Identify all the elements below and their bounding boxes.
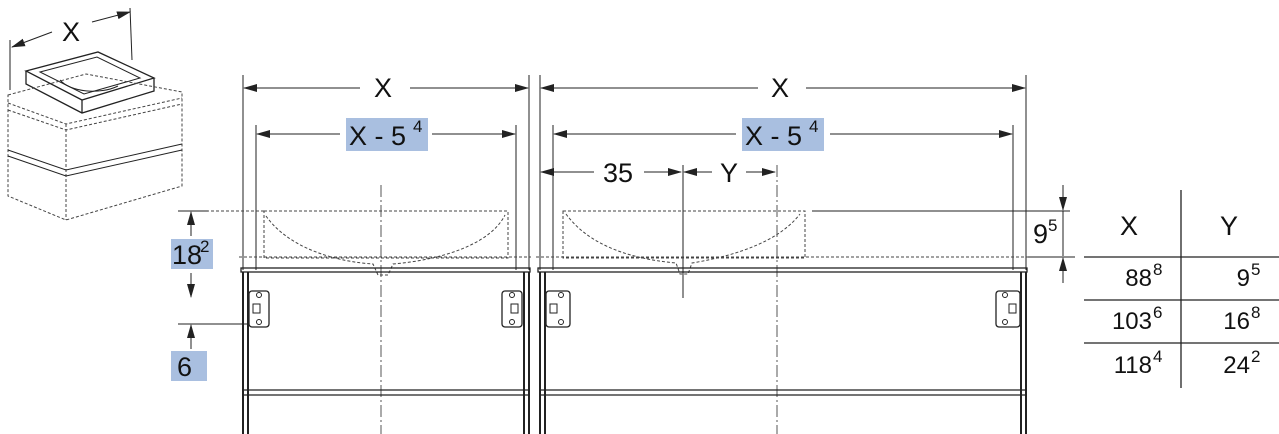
hinge-icon	[501, 290, 523, 328]
left-x-label: X	[374, 73, 392, 103]
iso-x-label: X	[62, 17, 80, 47]
left-x-minus-sup: 4	[413, 117, 422, 136]
height-95-sup: 5	[1048, 216, 1057, 235]
height-95-label: 9	[1033, 219, 1048, 249]
table-cell: 24	[1223, 352, 1250, 379]
hinge-icon	[545, 290, 571, 328]
table-cell-sup: 4	[1153, 347, 1162, 366]
right-x-label: X	[771, 73, 789, 103]
left-x-minus-label: X - 5	[349, 121, 406, 151]
table-cell-sup: 5	[1251, 260, 1260, 279]
offset-35-label: 35	[603, 158, 633, 188]
table-cell: 103	[1112, 308, 1152, 335]
table-cell-sup: 8	[1251, 303, 1260, 322]
right-x-minus-sup: 4	[809, 117, 818, 136]
table-cell-sup: 8	[1153, 260, 1162, 279]
hinge-icon	[248, 290, 270, 328]
hinge-icon	[995, 290, 1021, 328]
table-cell: 16	[1223, 308, 1250, 335]
height-182-label: 18	[172, 240, 202, 270]
table-header-x: X	[1120, 211, 1138, 241]
table-cell: 118	[1114, 352, 1152, 379]
left-elevation: X X - 5 4	[171, 73, 531, 434]
table-cell-sup: 2	[1251, 347, 1260, 366]
offset-y-label: Y	[720, 158, 738, 188]
height-6-label: 6	[177, 352, 192, 382]
table-cell: 88	[1125, 265, 1152, 292]
right-elevation: X X - 5 4 35 Y	[536, 73, 1075, 434]
height-182-sup: 2	[200, 237, 209, 256]
right-x-minus-label: X - 5	[745, 121, 802, 151]
table-cell: 9	[1237, 265, 1250, 292]
isometric-cabinet-icon: X	[7, 7, 183, 221]
table-cell-sup: 6	[1153, 303, 1162, 322]
table-header-y: Y	[1220, 211, 1238, 241]
